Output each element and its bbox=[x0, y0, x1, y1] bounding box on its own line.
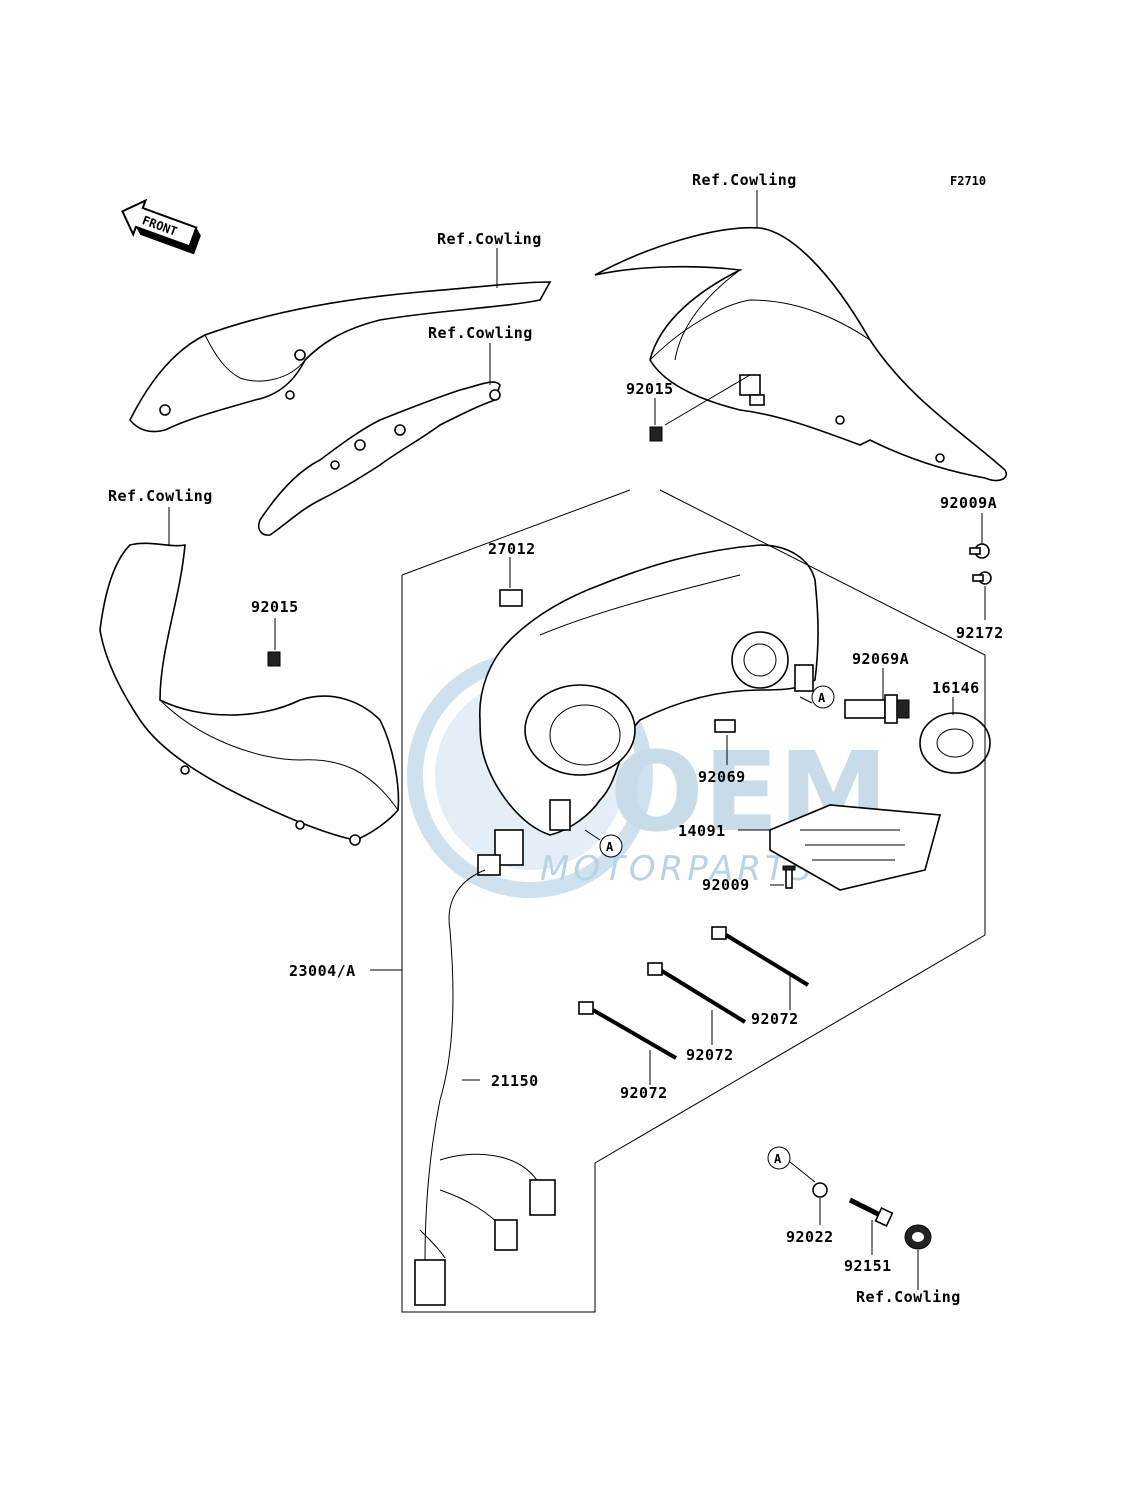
figure-code: F2710 bbox=[950, 174, 986, 188]
label-92069: 92069 bbox=[698, 768, 746, 786]
bulb-92069A-icon bbox=[844, 694, 910, 724]
lower-cowling-shape bbox=[99, 542, 400, 846]
label-16146: 16146 bbox=[932, 679, 980, 697]
clip-92015-right bbox=[649, 426, 663, 442]
bolt-92151-icon bbox=[848, 1197, 894, 1227]
callout-a-3-label: A bbox=[774, 1152, 782, 1166]
label-92009A: 92009A bbox=[940, 494, 997, 512]
front-arrow-icon: FRONT bbox=[121, 198, 201, 255]
screw-92009A-icon bbox=[969, 543, 990, 559]
callout-a-2: A bbox=[599, 834, 623, 858]
side-cowling-top-shape bbox=[129, 281, 552, 433]
label-92015-right: 92015 bbox=[626, 380, 674, 398]
leader-lines bbox=[168, 190, 986, 1313]
washer-92022-icon bbox=[812, 1182, 828, 1198]
label-ref-cowling-top-right: Ref.Cowling bbox=[692, 171, 797, 189]
bulb-92069-icon bbox=[714, 719, 736, 733]
cable-tie-1-icon bbox=[711, 926, 810, 987]
callout-a-2-label: A bbox=[606, 840, 614, 854]
screw-92009-icon bbox=[782, 865, 796, 889]
label-27012: 27012 bbox=[488, 540, 536, 558]
label-92015-left: 92015 bbox=[251, 598, 299, 616]
callout-a-3: A bbox=[767, 1146, 791, 1170]
label-ref-cowling-top-mid: Ref.Cowling bbox=[437, 230, 542, 248]
grommet-icon bbox=[904, 1224, 932, 1250]
headlight-bracket-shape bbox=[257, 381, 501, 536]
label-ref-cowling-left: Ref.Cowling bbox=[108, 487, 213, 505]
label-92072-b: 92072 bbox=[686, 1046, 734, 1064]
label-ref-cowling-mid: Ref.Cowling bbox=[428, 324, 533, 342]
callout-a-1: A bbox=[811, 685, 835, 709]
label-92022: 92022 bbox=[786, 1228, 834, 1246]
upper-cowling-shape bbox=[594, 226, 1007, 482]
screw-92172-icon bbox=[972, 571, 992, 585]
label-ref-cowling-bottom: Ref.Cowling bbox=[856, 1288, 961, 1306]
label-23004A: 23004/A bbox=[289, 962, 356, 980]
watermark-sub-text: MOTORPARTS bbox=[540, 849, 815, 889]
clip-92015-left bbox=[267, 651, 281, 667]
cover-14091-shape bbox=[769, 804, 942, 891]
label-14091: 14091 bbox=[678, 822, 726, 840]
headlight-assembly-shape bbox=[479, 544, 819, 836]
label-21150: 21150 bbox=[491, 1072, 539, 1090]
label-92172: 92172 bbox=[956, 624, 1004, 642]
wiring-harness-21150-shape bbox=[414, 829, 556, 1306]
cable-tie-3-icon bbox=[578, 1001, 678, 1060]
callout-a-1-label: A bbox=[818, 691, 826, 705]
cap-16146-icon bbox=[919, 712, 991, 774]
label-92072-c: 92072 bbox=[620, 1084, 668, 1102]
pad-27012 bbox=[499, 589, 523, 607]
label-92069A: 92069A bbox=[852, 650, 909, 668]
label-92151: 92151 bbox=[844, 1257, 892, 1275]
label-92072-a: 92072 bbox=[751, 1010, 799, 1028]
cable-tie-2-icon bbox=[647, 962, 747, 1024]
label-92009: 92009 bbox=[702, 876, 750, 894]
